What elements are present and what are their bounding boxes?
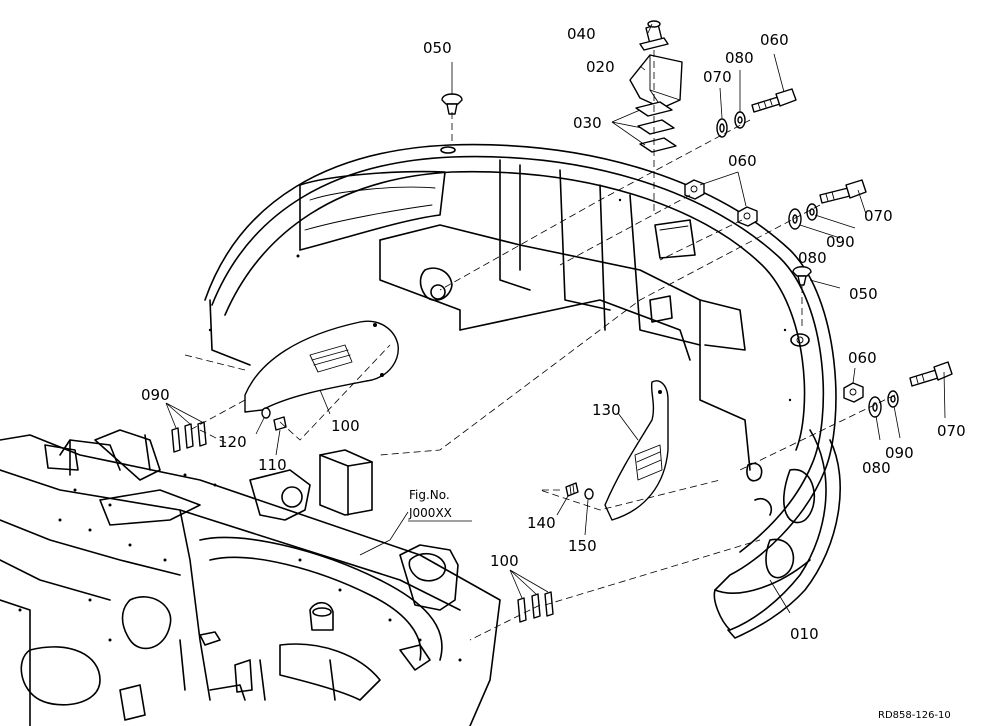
callout-080-top: 070	[703, 68, 732, 86]
figure-reference: Fig.No. J000XX	[408, 488, 472, 522]
callout-030: 030	[573, 114, 602, 132]
figure-ref-number: J000XX	[408, 506, 452, 520]
screw-120-washer-130	[261, 407, 287, 431]
callout-140: 130	[592, 401, 621, 419]
plug-050-right	[792, 266, 812, 286]
callout-040: 040	[567, 25, 596, 43]
callout-090-right: 090	[885, 444, 914, 462]
bolts-070	[751, 88, 953, 387]
callout-labels: 040 020 030 050 070 080 060 060 070 090 …	[141, 25, 966, 643]
cover-140	[604, 380, 669, 521]
callout-090-top: 080	[725, 49, 754, 67]
callout-080-right: 080	[862, 459, 891, 477]
screw-150-washer-160	[565, 482, 594, 500]
callout-100-right: 100	[490, 552, 519, 570]
callout-060-top: 060	[728, 152, 757, 170]
callout-090-mid: 090	[826, 233, 855, 251]
callout-050-top: 050	[423, 39, 452, 57]
callout-130: 120	[218, 433, 247, 451]
assembly-lines	[184, 50, 896, 641]
callout-010: 010	[790, 625, 819, 643]
shims-030	[635, 101, 677, 153]
callout-080-mid: 080	[798, 249, 827, 267]
callout-070-mid: 070	[864, 207, 893, 225]
stud-040	[639, 20, 669, 51]
plug-050-top	[441, 93, 463, 115]
upper-frame	[0, 429, 501, 726]
nuts-060	[684, 179, 864, 403]
callout-070-right: 070	[937, 422, 966, 440]
washers-090	[734, 111, 899, 408]
figure-ref-label: Fig.No.	[409, 488, 450, 502]
drawing-code: RD858-126-10	[878, 710, 951, 721]
callout-060-right: 060	[848, 349, 877, 367]
cover-110	[244, 320, 399, 413]
washers-080	[716, 118, 882, 418]
leader-lines	[165, 23, 946, 614]
bracket-020	[629, 54, 683, 109]
callout-110: 100	[331, 417, 360, 435]
callout-150: 140	[527, 514, 556, 532]
callout-070-top: 060	[760, 31, 789, 49]
callout-050-right: 050	[849, 285, 878, 303]
callout-160: 150	[568, 537, 597, 555]
callout-100-left: 090	[141, 386, 170, 404]
clips-100	[171, 421, 554, 623]
callout-120: 110	[258, 456, 287, 474]
callout-020: 020	[586, 58, 615, 76]
counterweight-010	[204, 143, 841, 639]
